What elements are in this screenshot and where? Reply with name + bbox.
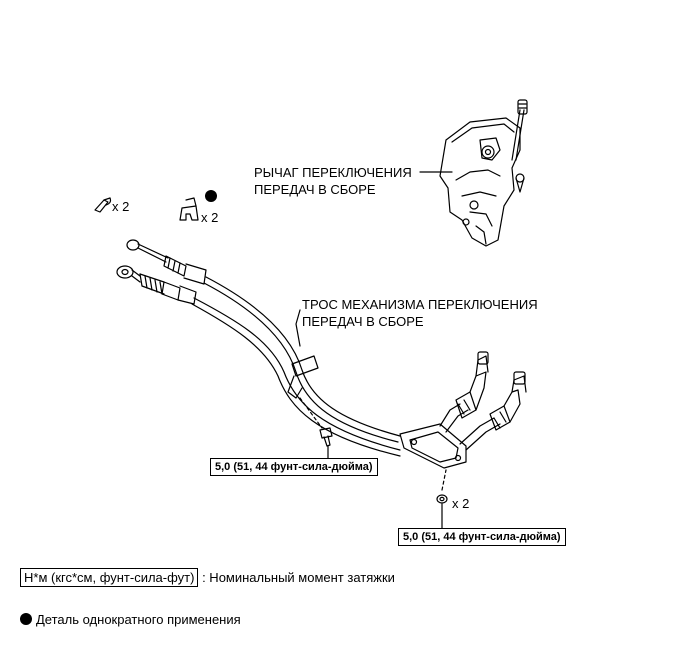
bolt-leader xyxy=(299,397,323,429)
pin-part xyxy=(94,197,112,213)
shift-lever-label: РЫЧАГ ПЕРЕКЛЮЧЕНИЯ ПЕРЕДАЧ В СБОРЕ xyxy=(254,164,412,198)
bolt-part xyxy=(319,427,333,447)
torque-spec-nuts: 5,0 (51, 44 фунт-сила-дюйма) xyxy=(398,528,566,546)
legend-nonreusable-desc: Деталь однократного применения xyxy=(36,612,241,627)
legend-torque-key: Н*м (кгс*см, фунт-сила-фут) xyxy=(20,568,199,587)
nut-leader xyxy=(441,469,447,491)
torque-spec-bolt: 5,0 (51, 44 фунт-сила-дюйма) xyxy=(210,458,378,476)
non-reusable-icon xyxy=(20,613,32,625)
pin-quantity: x 2 xyxy=(112,199,130,214)
clip-quantity: x 2 xyxy=(201,210,219,225)
shift-cable-leader xyxy=(295,309,301,347)
legend-torque: Н*м (кгс*см, фунт-сила-фут) : Номинальны… xyxy=(20,568,395,587)
nut-quantity: x 2 xyxy=(452,496,470,511)
cable-bracket xyxy=(399,423,467,469)
shift-cable-label: ТРОС МЕХАНИЗМА ПЕРЕКЛЮЧЕНИЯ ПЕРЕДАЧ В СБ… xyxy=(302,296,538,330)
legend-nonreusable: Деталь однократного применения xyxy=(20,612,241,627)
shift-cable-label-line1: ТРОС МЕХАНИЗМА ПЕРЕКЛЮЧЕНИЯ xyxy=(302,297,538,312)
cable-upper-end xyxy=(126,239,207,285)
non-reusable-marker xyxy=(205,190,217,202)
cable-right-ends xyxy=(439,351,527,451)
shift-lever-label-line2: ПЕРЕДАЧ В СБОРЕ xyxy=(254,182,376,197)
legend-torque-desc: : Номинальный момент затяжки xyxy=(202,570,395,585)
shift-lever-label-line1: РЫЧАГ ПЕРЕКЛЮЧЕНИЯ xyxy=(254,165,412,180)
cable-clamp xyxy=(287,355,319,399)
nut-part xyxy=(436,494,448,504)
clip-part xyxy=(179,197,199,221)
cable-lower-end xyxy=(116,265,197,305)
shift-cable-label-line2: ПЕРЕДАЧ В СБОРЕ xyxy=(302,314,424,329)
shift-lever-assembly xyxy=(439,99,528,247)
cable-sheaths xyxy=(191,276,401,457)
